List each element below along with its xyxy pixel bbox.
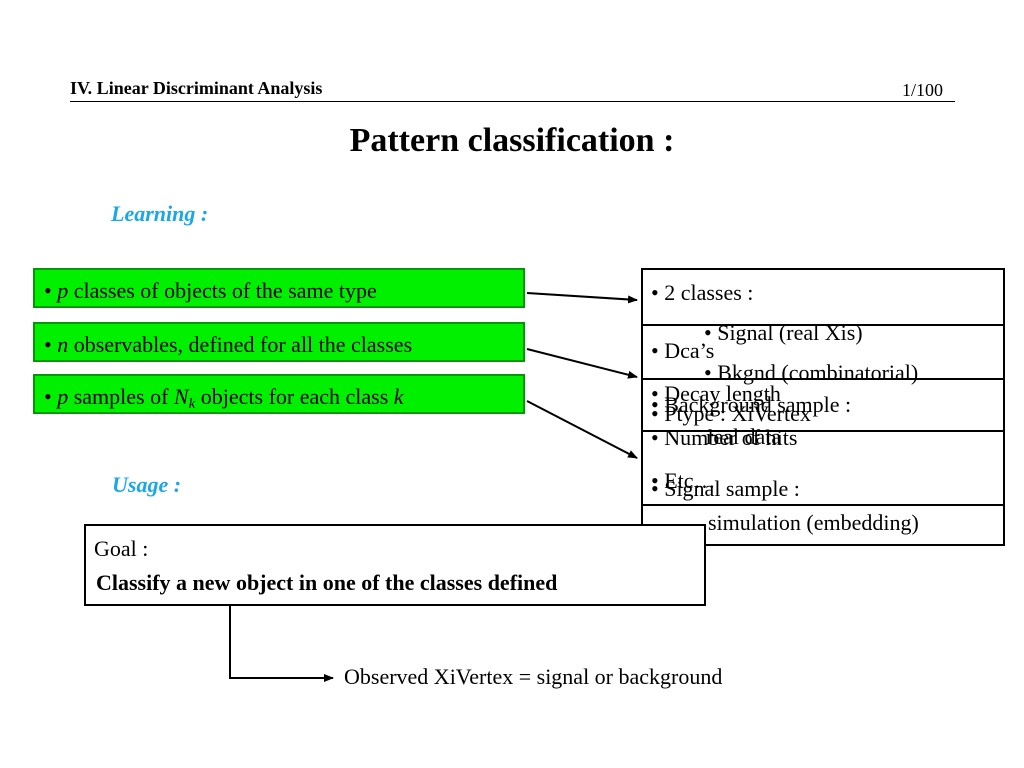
panel-line-signal: • Signal (real Xis) (704, 320, 863, 345)
learning-label: Learning : (111, 201, 209, 226)
panel-misc (641, 430, 1005, 508)
panel-line-two-classes: • 2 classes : (651, 280, 754, 305)
header-divider (70, 101, 955, 102)
panel-observables (641, 324, 1005, 382)
item-text: observables, defined for all the classes (68, 332, 413, 357)
learning-item-samples: • p samples of Nk objects for each class… (33, 374, 525, 414)
bullet: • (44, 278, 52, 303)
goal-box (84, 524, 706, 606)
item-text: samples of (68, 384, 174, 409)
learning-item-classes: • p classes of objects of the same type (33, 268, 525, 308)
panel-line-signal-sample: • Signal sample : (651, 476, 800, 501)
header-title: IV. Linear Discriminant Analysis (70, 78, 323, 98)
variable-N: N (173, 384, 189, 409)
arrow-goal-to-result (229, 606, 334, 682)
panel-line-number-of-hits: • Number of hits (651, 425, 798, 450)
learning-item-observables: • n observables, defined for all the cla… (33, 322, 525, 362)
panel-line-decay-length: • Decay length (651, 381, 781, 406)
goal-text: Classify a new object in one of the clas… (96, 570, 558, 595)
arrow-classes (526, 292, 638, 304)
arrow-observables (526, 348, 638, 379)
bullet: • (44, 384, 52, 409)
variable-n: n (57, 332, 69, 357)
usage-label: Usage : (112, 472, 182, 497)
subscript-k: k (188, 396, 196, 412)
result-text: Observed XiVertex = signal or background (344, 664, 723, 689)
item-text: objects for each class (195, 384, 394, 409)
panel-line-bkgnd: • Bkgnd (combinatorial) (704, 360, 919, 385)
panel-line-simulation: simulation (embedding) (708, 510, 919, 535)
panel-line-background-sample: • Background sample : (651, 392, 852, 417)
panel-line-ptype: • Ptype : XiVertex (651, 401, 811, 426)
item-text: classes of objects of the same type (68, 278, 377, 303)
bullet: • (44, 332, 52, 357)
variable-p: p (57, 278, 69, 303)
variable-k: k (393, 384, 404, 409)
panel-line-dca: • Dca’s (651, 338, 715, 363)
panel-background-sample (641, 378, 1005, 432)
goal-label: Goal : (94, 536, 149, 561)
arrow-samples (526, 400, 638, 459)
panel-line-real-data: real data (706, 424, 782, 449)
variable-p: p (57, 384, 69, 409)
slide-title: Pattern classification : (349, 122, 675, 159)
page-number: 1/100 (902, 80, 944, 100)
panel-line-etc: • Etc… (651, 468, 716, 493)
